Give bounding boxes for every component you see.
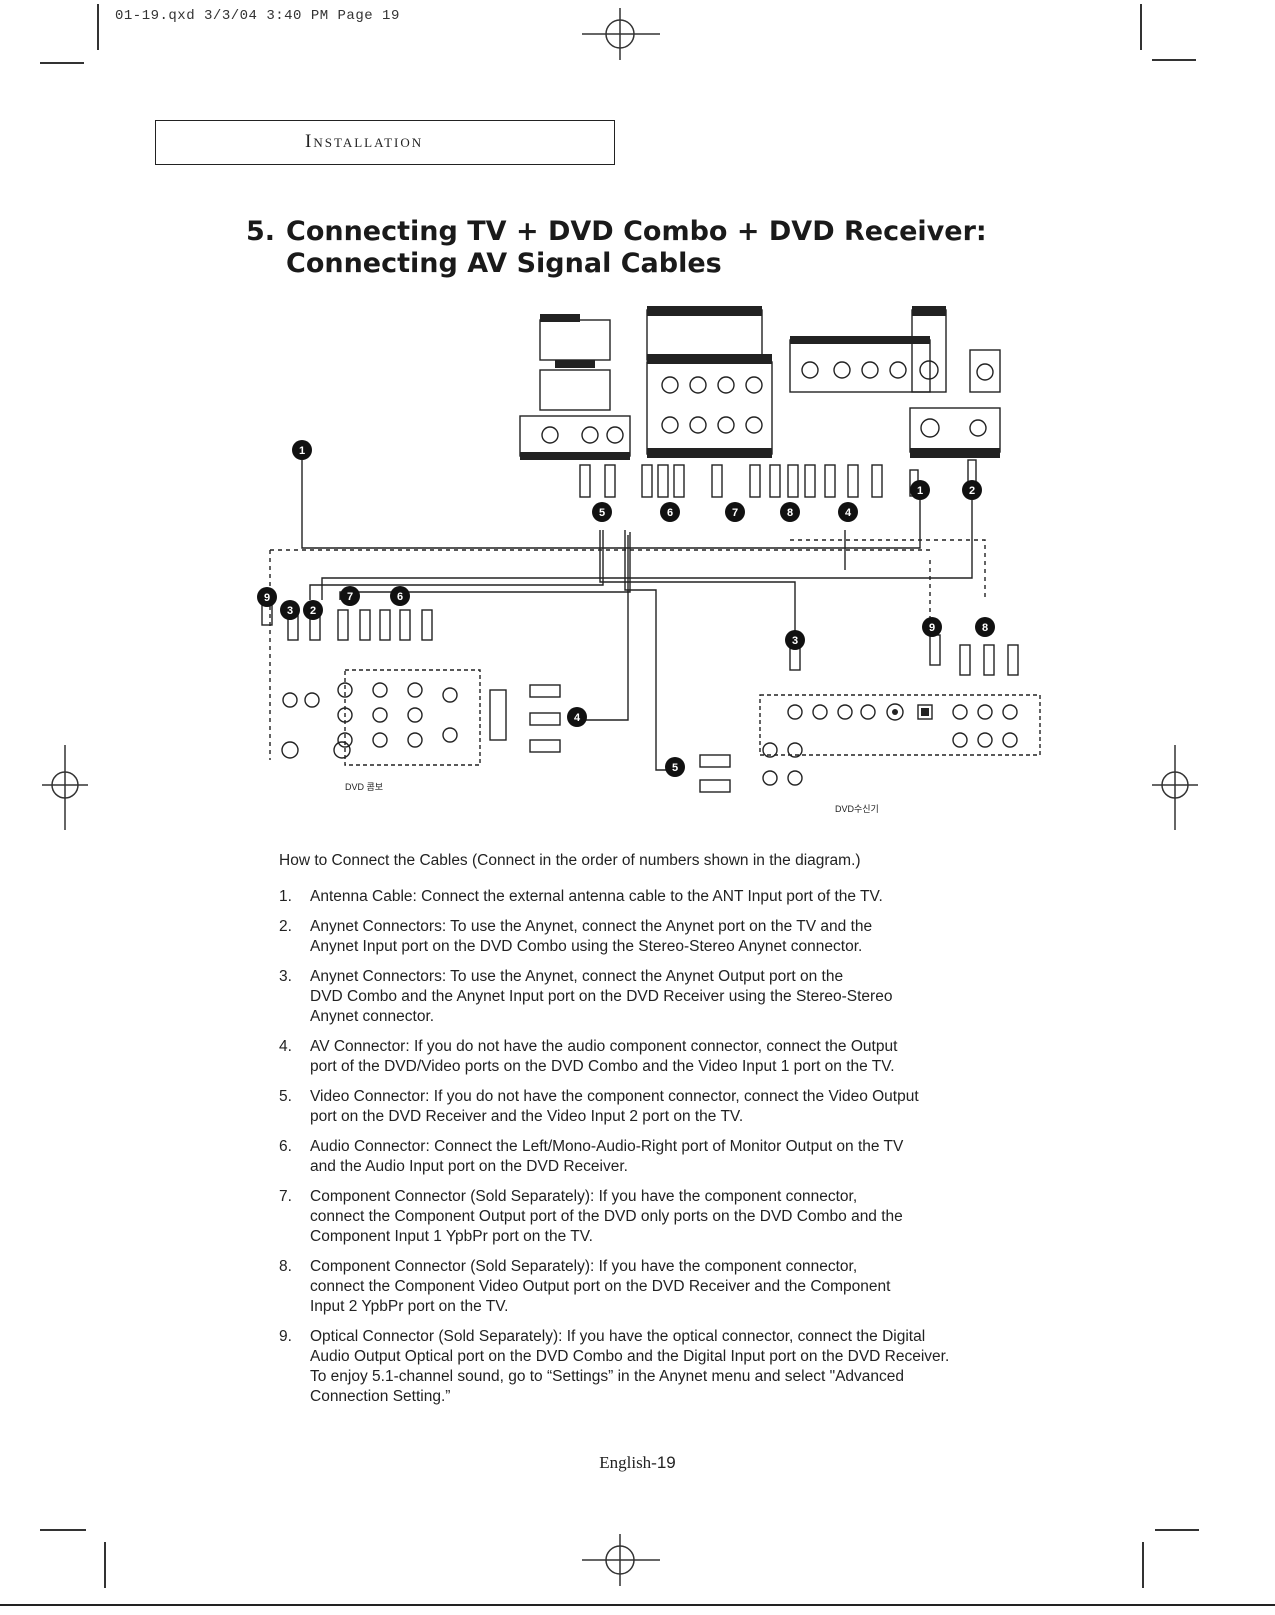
step-text: Optical Connector (Sold Separately): If … [310,1328,950,1405]
instruction-steps: 1. Antenna Cable: Connect the external an… [279,887,1079,1417]
step-number: 4. [279,1038,292,1055]
heading-line-1: Connecting TV + DVD Combo + DVD Receiver… [286,216,987,247]
dvd-combo-ports [344,669,481,766]
svg-text:1: 1 [299,445,305,457]
page-heading: 5. Connecting TV + DVD Combo + DVD Receiv… [246,216,987,280]
heading-number: 5. [246,216,276,247]
crop-mark [40,62,84,64]
svg-text:5: 5 [599,507,605,519]
tv-panel-dvi [539,369,611,411]
tv-panel-av [789,339,931,393]
tv-panel-hdmi [539,319,611,361]
page-number: 19 [656,1453,676,1472]
crop-mark [97,4,99,50]
crop-mark [1140,4,1142,50]
crop-mark [1155,1529,1199,1531]
heading-line-2: Connecting AV Signal Cables [286,248,722,279]
crop-mark [1152,59,1196,61]
step-text: Anynet Connectors: To use the Anynet, co… [310,918,873,955]
svg-text:4: 4 [574,712,581,724]
instruction-step: 1. Antenna Cable: Connect the external an… [279,887,1079,907]
crop-mark [104,1542,106,1588]
registration-mark-icon [582,1534,660,1586]
step-number: 5. [279,1088,292,1105]
svg-text:6: 6 [397,591,403,603]
step-text: AV Connector: If you do not have the aud… [310,1038,898,1075]
instruction-step: 6. Audio Connector: Connect the Left/Mono… [279,1137,1079,1177]
tv-panel-anynet [909,407,1001,453]
dvd-receiver-ports [759,694,1041,756]
svg-text:1: 1 [917,485,923,497]
step-number: 2. [279,918,292,935]
svg-text:2: 2 [969,485,975,497]
registration-mark-icon [1152,745,1198,830]
svg-text:2: 2 [310,605,316,617]
print-slug: 01-19.qxd 3/3/04 3:40 PM Page 19 [115,8,400,24]
svg-text:5: 5 [672,762,678,774]
footer-prefix: English- [599,1453,657,1472]
crop-mark [1142,1542,1144,1588]
registration-mark-icon [42,745,88,830]
page-footer: English-19 [0,1453,1275,1473]
svg-text:7: 7 [732,507,738,519]
section-header-box [155,120,615,165]
svg-text:6: 6 [667,507,673,519]
dvd-combo-label: DVD 콤보 [345,782,383,792]
instruction-step: 4. AV Connector: If you do not have the a… [279,1037,1079,1077]
section-title: Installation [305,131,424,152]
tv-panel-component [646,361,773,455]
step-text: Component Connector (Sold Separately): I… [310,1258,891,1315]
step-text: Video Connector: If you do not have the … [310,1088,919,1125]
svg-text:4: 4 [845,507,852,519]
connection-diagram: 1 1 2 5 6 7 8 4 9 3 2 7 6 3 9 8 4 5 DVD … [257,306,1041,814]
tv-panel-aux [969,349,1001,393]
tv-panel-ant [911,309,947,393]
step-text: Audio Connector: Connect the Left/Mono-A… [310,1138,904,1175]
svg-text:8: 8 [787,507,793,519]
svg-text:9: 9 [929,622,935,634]
tv-panel-pc [646,309,763,361]
step-number: 8. [279,1258,292,1275]
dvd-receiver-label: DVD수신기 [835,804,879,814]
bottom-rule [0,1604,1275,1606]
instructions-intro: How to Connect the Cables (Connect in th… [279,852,861,869]
instruction-step: 3. Anynet Connectors: To use the Anynet, … [279,967,1079,1027]
step-number: 9. [279,1328,292,1345]
step-text: Anynet Connectors: To use the Anynet, co… [310,968,893,1025]
instruction-step: 5. Video Connector: If you do not have th… [279,1087,1079,1127]
step-number: 6. [279,1138,292,1155]
svg-text:8: 8 [982,622,988,634]
svg-text:7: 7 [347,591,353,603]
step-number: 7. [279,1188,292,1205]
step-text: Component Connector (Sold Separately): I… [310,1188,903,1245]
svg-text:9: 9 [264,592,270,604]
svg-text:3: 3 [287,605,293,617]
step-number: 1. [279,888,292,905]
step-number: 3. [279,968,292,985]
registration-mark-icon [582,8,660,60]
instruction-step: 2. Anynet Connectors: To use the Anynet, … [279,917,1079,957]
step-text: Antenna Cable: Connect the external ante… [310,888,883,905]
instruction-step: 9. Optical Connector (Sold Separately): I… [279,1327,1079,1407]
instruction-step: 7. Component Connector (Sold Separately):… [279,1187,1079,1247]
tv-panel-audio-out [519,415,631,457]
instruction-step: 8. Component Connector (Sold Separately):… [279,1257,1079,1317]
crop-mark [40,1529,86,1531]
svg-text:3: 3 [792,635,798,647]
